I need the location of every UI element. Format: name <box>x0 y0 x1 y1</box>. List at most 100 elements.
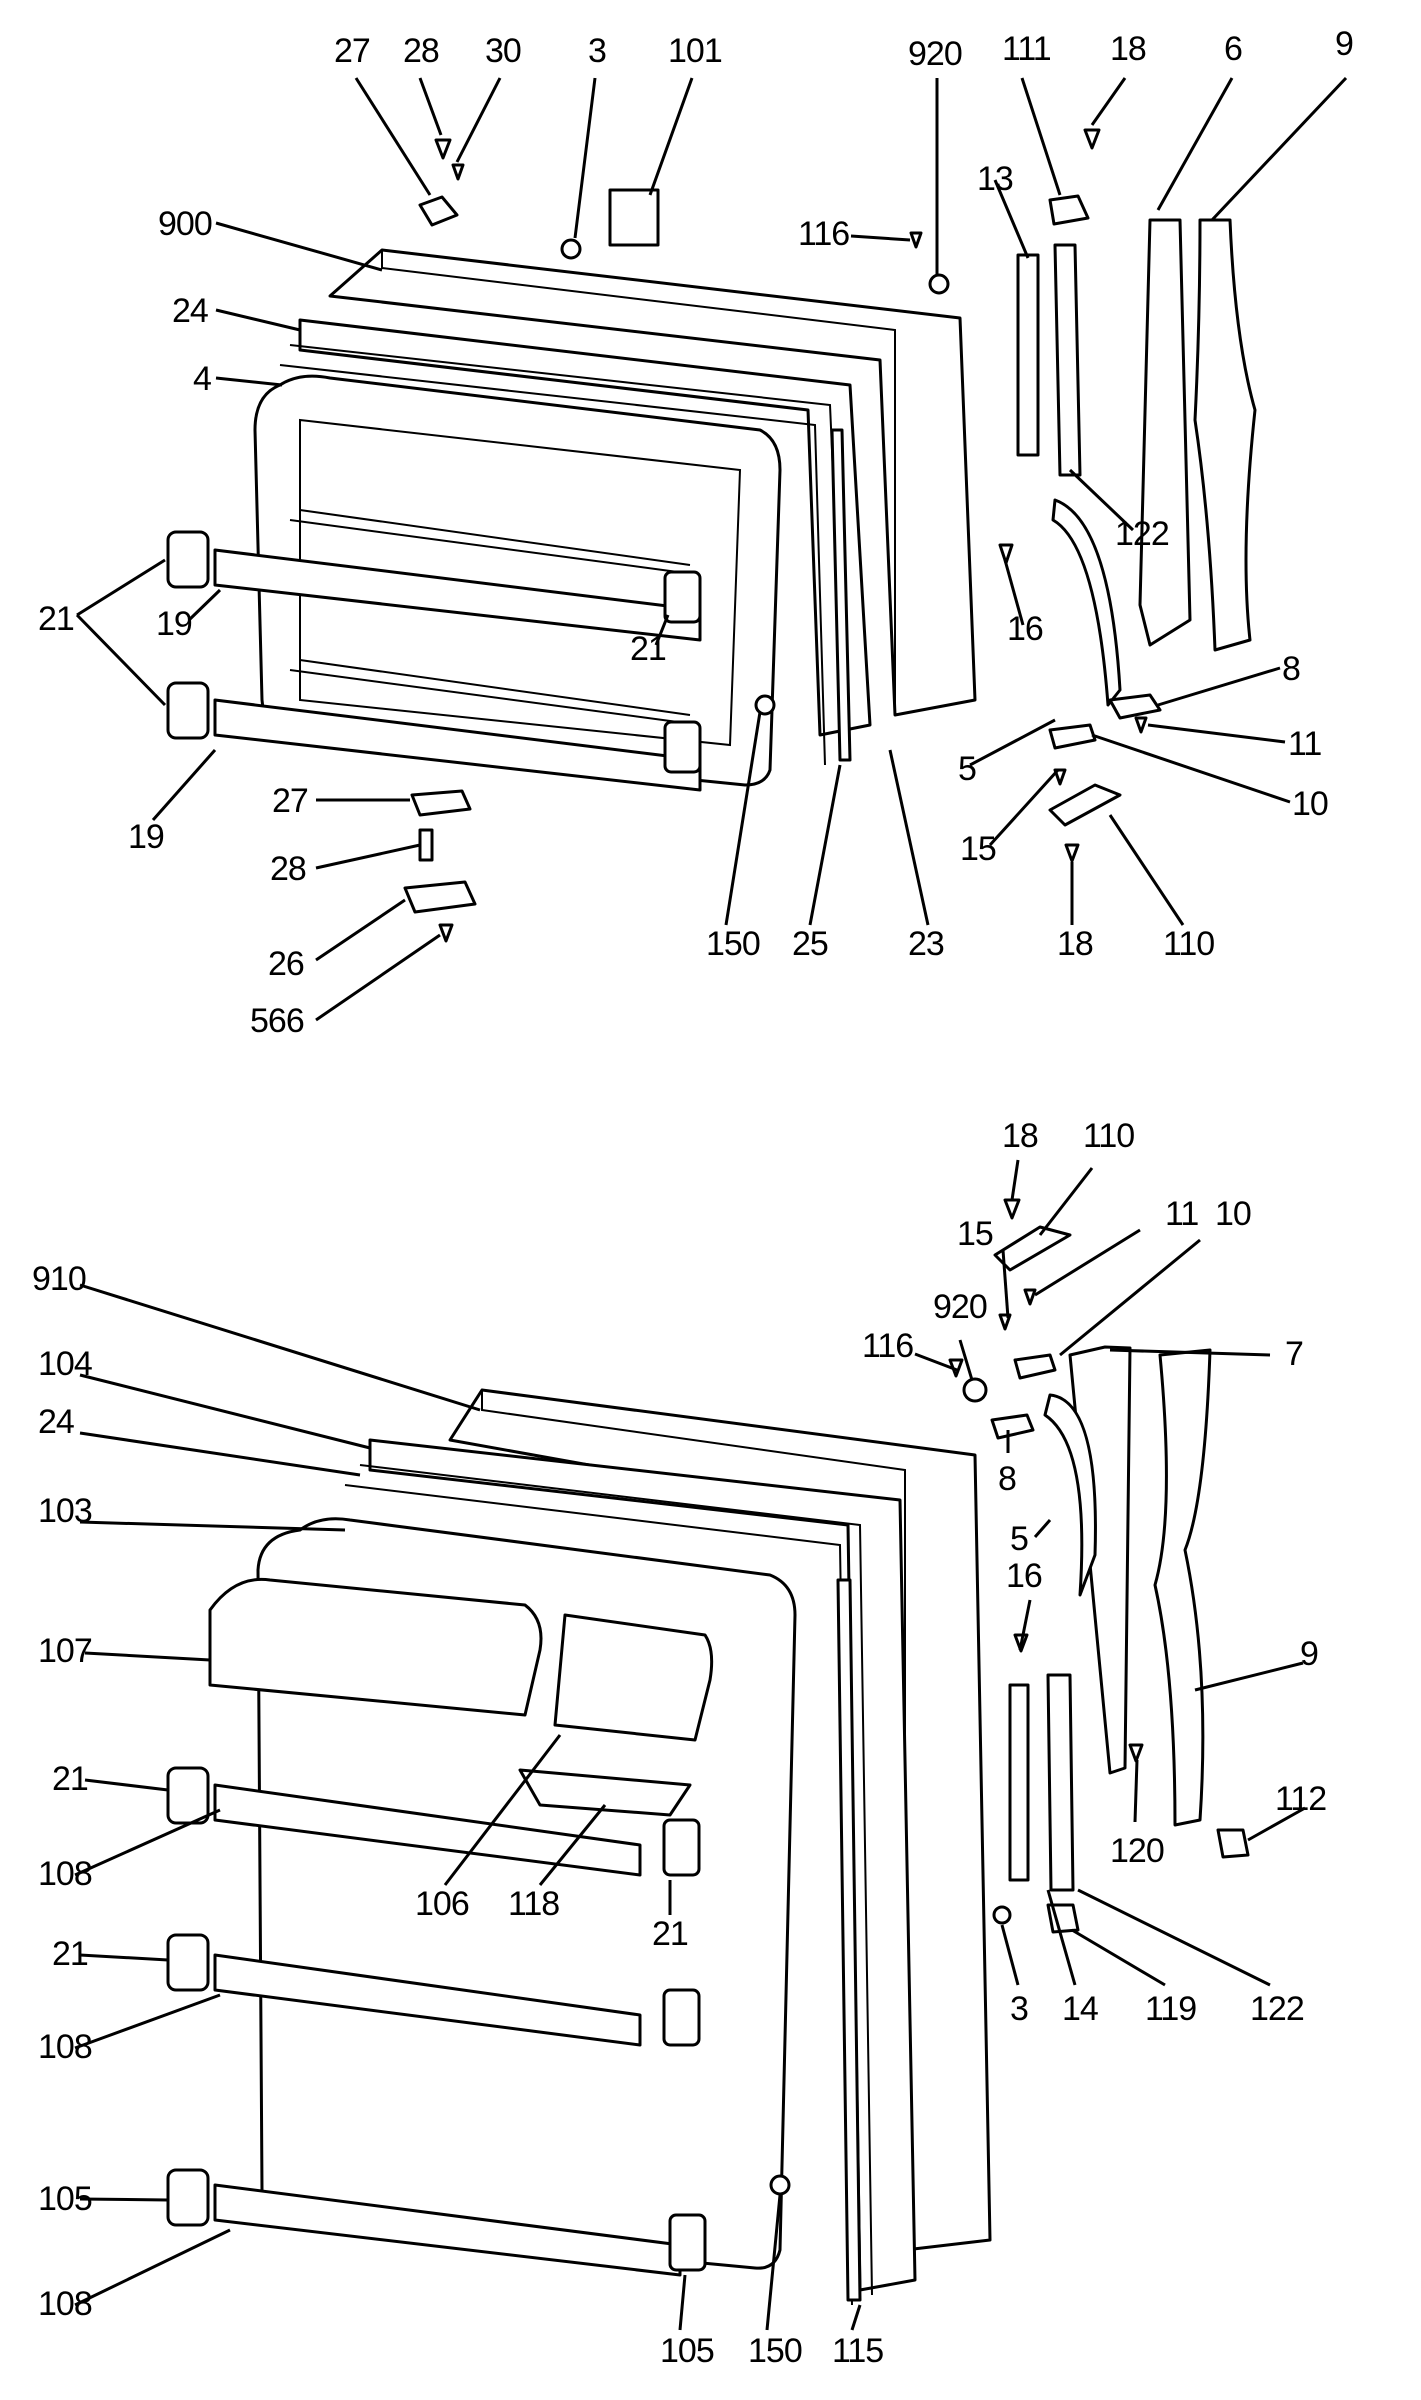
door-gasket <box>298 318 872 737</box>
callout-150: 150 <box>748 2332 802 2370</box>
callout-111: 111 <box>1002 30 1051 68</box>
breaker-strip <box>830 428 852 762</box>
handle-5 <box>1043 1393 1097 1597</box>
shelf-end-cap <box>663 570 702 624</box>
shelf-end-cap <box>166 2168 210 2227</box>
shelf-end-cap <box>662 1988 701 2047</box>
shelf-end-cap <box>662 1818 701 1877</box>
callout-24: 24 <box>172 292 208 330</box>
callout-27: 27 <box>334 32 370 70</box>
plug-button <box>560 238 582 260</box>
callout-566: 566 <box>250 1002 304 1040</box>
callout-24: 24 <box>38 1403 74 1441</box>
callout-30: 30 <box>485 32 521 70</box>
callout-920: 920 <box>933 1288 987 1326</box>
shelf-end-cap <box>166 1766 210 1825</box>
callout-103: 103 <box>38 1492 92 1530</box>
callout-118: 118 <box>508 1885 559 1923</box>
callout-120: 120 <box>1110 1832 1164 1870</box>
callout-107: 107 <box>38 1632 92 1670</box>
callout-16: 16 <box>1006 1557 1042 1595</box>
lower-door-assembly: 18 110 11 10 15 920 910 116 7 104 24 8 1… <box>32 1117 1327 2370</box>
callout-9: 9 <box>1300 1635 1318 1673</box>
screw <box>1134 716 1148 734</box>
hinge-bracket-111 <box>1048 194 1090 226</box>
callout-21: 21 <box>630 630 666 668</box>
callout-21: 21 <box>652 1915 688 1953</box>
screw <box>1064 843 1080 863</box>
screw-566 <box>438 923 454 943</box>
screw-120 <box>1128 1743 1144 1763</box>
callout-21: 21 <box>52 1935 88 1973</box>
callout-23: 23 <box>908 925 944 963</box>
callout-119: 119 <box>1145 1990 1196 2028</box>
callout-18: 18 <box>1110 30 1146 68</box>
screw <box>1053 768 1067 786</box>
callout-8: 8 <box>998 1460 1016 1498</box>
callout-19: 19 <box>128 818 164 856</box>
callout-104: 104 <box>38 1345 92 1383</box>
callout-9: 9 <box>1335 25 1353 63</box>
trim-14 <box>1008 1683 1030 1882</box>
callout-6: 6 <box>1224 30 1242 68</box>
callout-3: 3 <box>1010 1990 1028 2028</box>
callout-108: 108 <box>38 2028 92 2066</box>
upper-shelf-rail-2 <box>213 698 702 792</box>
callout-5: 5 <box>1010 1520 1028 1558</box>
hinge-110 <box>993 1225 1072 1272</box>
breaker-strip <box>836 1578 862 2302</box>
shelf-end-cap <box>166 681 210 740</box>
callout-10: 10 <box>1215 1195 1251 1233</box>
butter-compartment <box>553 1613 714 1742</box>
callout-4: 4 <box>193 360 211 398</box>
callout-110: 110 <box>1083 1117 1134 1155</box>
callout-18: 18 <box>1057 925 1093 963</box>
hinge-plate-26 <box>403 880 477 914</box>
screw <box>998 543 1014 565</box>
handle-5 <box>1051 498 1122 707</box>
door-shelf-rail-3 <box>213 2183 682 2277</box>
shelf-end-cap <box>166 530 210 589</box>
callout-108: 108 <box>38 1855 92 1893</box>
door-shelf-rail-1 <box>213 1783 642 1877</box>
callout-15: 15 <box>960 830 996 868</box>
callout-900: 900 <box>158 205 212 243</box>
trim-13 <box>1016 253 1040 457</box>
screw <box>1083 128 1101 150</box>
clip-112 <box>1216 1828 1250 1859</box>
dairy-compartment <box>208 1577 543 1717</box>
callout-122: 122 <box>1115 515 1169 553</box>
callout-108: 108 <box>38 2285 92 2323</box>
callout-920: 920 <box>908 35 962 73</box>
screw <box>1003 1198 1021 1220</box>
upper-shelf-rail-1 <box>213 548 702 642</box>
egg-tray <box>518 1768 692 1817</box>
callout-150: 150 <box>706 925 760 963</box>
screw-150 <box>769 2174 791 2196</box>
callout-19: 19 <box>156 605 192 643</box>
callout-21: 21 <box>52 1760 88 1798</box>
callout-101: 101 <box>668 32 722 70</box>
trim-122 <box>1053 243 1082 477</box>
shelf-end-cap <box>668 2213 707 2272</box>
callout-21: 21 <box>38 600 74 638</box>
hinge-plug <box>418 195 459 227</box>
hinge-bar-6 <box>1138 218 1192 647</box>
callout-105: 105 <box>660 2332 714 2370</box>
screw <box>1023 1288 1037 1306</box>
callout-25: 25 <box>792 925 828 963</box>
screw <box>434 138 452 160</box>
callout-122: 122 <box>1250 1990 1304 2028</box>
door-shelf-rail-2 <box>213 1953 642 2047</box>
pin-28 <box>418 828 434 862</box>
callout-27: 27 <box>272 782 308 820</box>
handle-9 <box>1193 218 1257 652</box>
hinge-110 <box>1048 783 1122 827</box>
callout-115: 115 <box>832 2332 883 2370</box>
callout-116: 116 <box>862 1327 913 1365</box>
shelf-end-cap <box>663 720 702 774</box>
hinge-cover-8 <box>1108 693 1162 720</box>
plug-3 <box>992 1905 1012 1925</box>
callout-16: 16 <box>1007 610 1043 648</box>
callout-18: 18 <box>1002 1117 1038 1155</box>
